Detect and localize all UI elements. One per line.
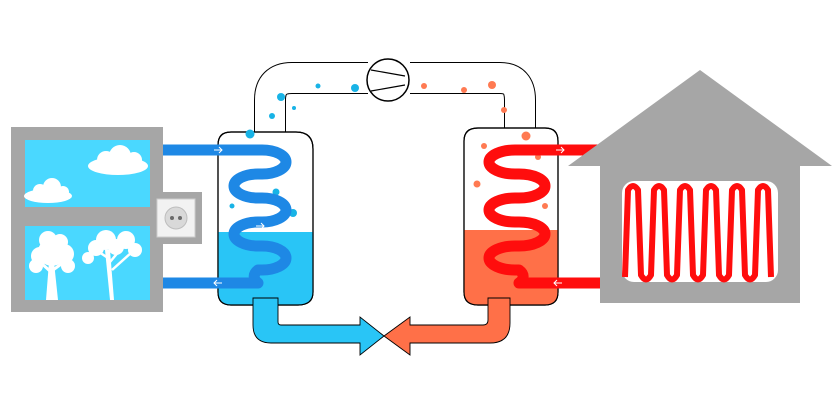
tree-icon	[82, 230, 142, 300]
cloud-icon	[88, 145, 148, 175]
cold-bubbles	[229, 83, 359, 217]
hot-coil	[483, 144, 600, 289]
heating-coil-icon	[622, 183, 774, 283]
flow-arrow-icon	[517, 146, 565, 287]
tree-icon	[29, 231, 75, 300]
compressor-icon	[366, 58, 410, 102]
hot-bubbles	[421, 81, 548, 209]
refrigerant-loop	[254, 62, 536, 135]
house-icon	[568, 70, 832, 303]
power-socket-icon	[150, 192, 202, 244]
window-icon	[11, 127, 163, 312]
cloud-icon	[24, 178, 72, 203]
cold-coil	[163, 144, 292, 289]
expansion-valve-icon	[252, 297, 511, 356]
flow-arrow-icon	[213, 146, 265, 287]
